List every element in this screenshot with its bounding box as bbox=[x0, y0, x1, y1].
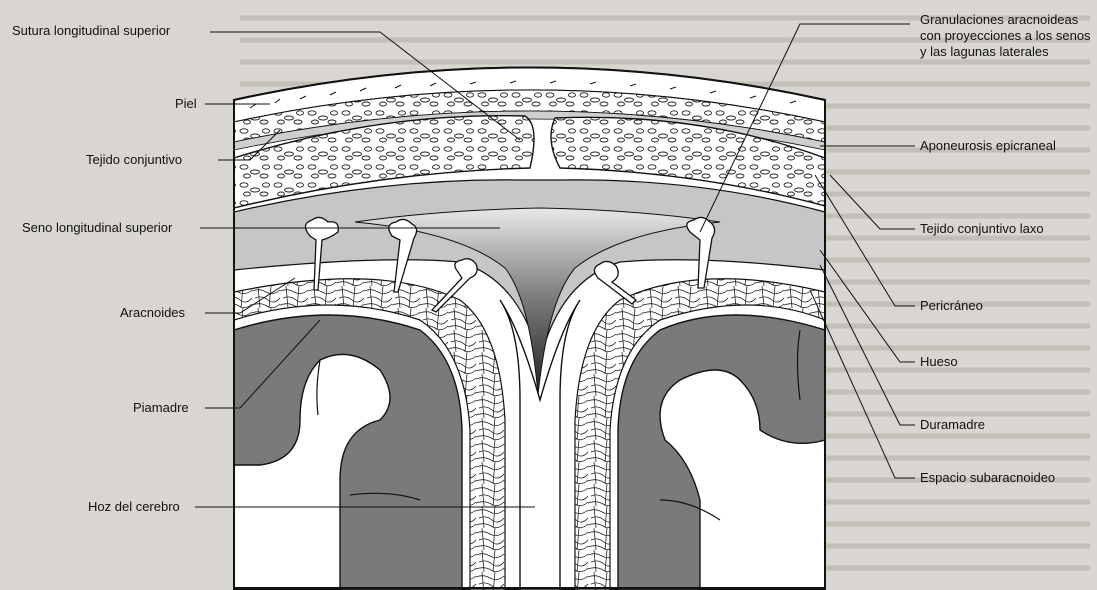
label-granulaciones-aracnoideas: Granulaciones aracnoideas con proyeccion… bbox=[920, 12, 1097, 60]
label-hueso: Hueso bbox=[920, 354, 958, 370]
label-seno-longitudinal-superior: Seno longitudinal superior bbox=[22, 220, 172, 236]
label-granulaciones-line-2: con proyecciones a los senos bbox=[920, 28, 1097, 44]
label-duramadre: Duramadre bbox=[920, 417, 985, 433]
label-aponeurosis-epicraneal: Aponeurosis epicraneal bbox=[920, 138, 1056, 154]
label-pericraneo: Pericráneo bbox=[920, 298, 983, 314]
label-espacio-subaracnoideo: Espacio subaracnoideo bbox=[920, 470, 1055, 486]
label-tejido-conjuntivo: Tejido conjuntivo bbox=[86, 152, 182, 168]
label-hoz-del-cerebro: Hoz del cerebro bbox=[88, 499, 180, 515]
label-granulaciones-line-3: y las lagunas laterales bbox=[920, 44, 1097, 60]
label-sutura-longitudinal-superior: Sutura longitudinal superior bbox=[12, 23, 170, 39]
label-granulaciones-line-1: Granulaciones aracnoideas bbox=[920, 12, 1097, 28]
label-piamadre: Piamadre bbox=[133, 400, 189, 416]
label-aracnoides: Aracnoides bbox=[120, 305, 185, 321]
label-tejido-conjuntivo-laxo: Tejido conjuntivo laxo bbox=[920, 221, 1044, 237]
label-piel: Piel bbox=[175, 96, 197, 112]
